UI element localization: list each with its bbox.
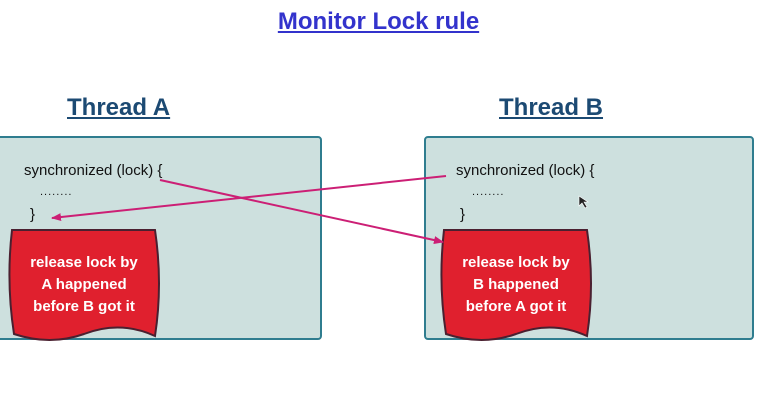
diagram-title: Monitor Lock rule: [277, 8, 480, 35]
arrow-a-to-b: [159, 179, 444, 244]
thread-b-flag-line1: release lock by: [462, 254, 570, 271]
thread-b-label: Thread B: [499, 94, 604, 121]
thread-a-flag-line2: A happened: [41, 276, 127, 293]
mouse-cursor-icon: [578, 195, 589, 209]
arrow-b-to-a: [51, 175, 447, 222]
thread-a-label: Thread A: [67, 94, 171, 121]
thread-b-code-body: ........: [472, 186, 505, 198]
thread-b-flag-line3: before A got it: [465, 298, 567, 315]
thread-a-flag-line1: release lock by: [30, 254, 138, 271]
thread-a-code-close: }: [30, 206, 36, 223]
thread-a-flag: [8, 229, 160, 341]
thread-b-code-open: synchronized (lock) {: [456, 162, 595, 179]
thread-b-code-close: }: [460, 206, 466, 223]
thread-b-flag: [440, 229, 592, 341]
thread-a-code-body: ........: [40, 186, 73, 198]
thread-a-flag-line3: before B got it: [33, 298, 135, 315]
thread-b-flag-line2: B happened: [473, 276, 559, 293]
thread-a-code-open: synchronized (lock) {: [24, 162, 163, 179]
